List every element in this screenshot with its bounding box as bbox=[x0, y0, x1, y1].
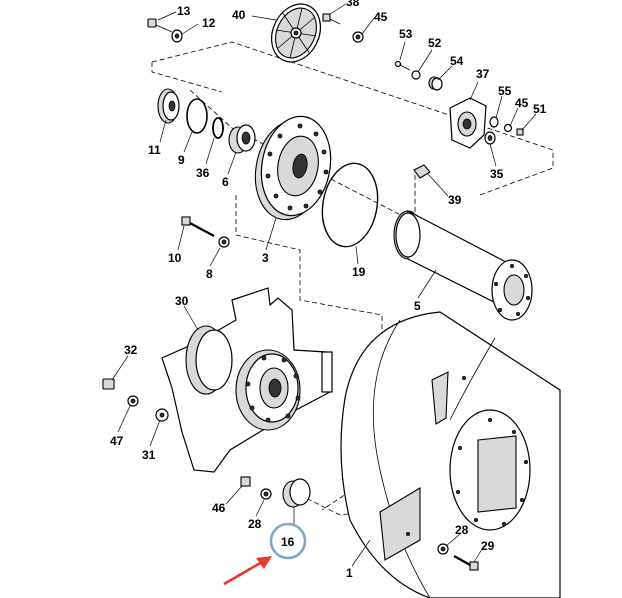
part-32-nut bbox=[102, 378, 115, 390]
part-16-plug bbox=[282, 478, 311, 508]
callout-1: 1 bbox=[346, 566, 353, 580]
part-3-hub bbox=[254, 115, 332, 221]
part-28-washer-right bbox=[437, 543, 449, 555]
callout-46: 46 bbox=[212, 501, 226, 515]
part-8-washer bbox=[218, 236, 230, 248]
callout-37: 37 bbox=[476, 67, 490, 81]
part-10-bolt bbox=[181, 216, 215, 237]
part-12-washer bbox=[171, 29, 183, 43]
part-45-washer-top bbox=[352, 31, 364, 43]
callout-5: 5 bbox=[414, 299, 421, 313]
part-9-o-ring bbox=[186, 98, 208, 134]
part-11-seal-plate bbox=[157, 88, 180, 124]
part-31-washer bbox=[155, 408, 169, 422]
callout-6: 6 bbox=[222, 175, 229, 189]
callout-28-right: 28 bbox=[455, 523, 469, 537]
part-5-spindle bbox=[393, 210, 533, 321]
callout-9: 9 bbox=[178, 153, 185, 167]
part-37-bracket bbox=[449, 97, 487, 149]
callout-36: 36 bbox=[196, 166, 210, 180]
callout-39: 39 bbox=[448, 193, 462, 207]
callout-38: 38 bbox=[346, 0, 360, 9]
callout-labels: 13 12 40 38 45 53 52 54 37 55 45 51 11 9… bbox=[110, 0, 547, 580]
part-53-pin bbox=[394, 60, 411, 71]
leader-lines bbox=[111, 3, 537, 567]
highlight-ring bbox=[269, 522, 307, 560]
part-30-motor-mount bbox=[161, 287, 333, 473]
part-47-washer bbox=[127, 395, 139, 407]
part-52-washer bbox=[411, 70, 421, 80]
callout-52: 52 bbox=[428, 36, 442, 50]
callout-45-top: 45 bbox=[374, 10, 388, 24]
callout-53: 53 bbox=[399, 27, 413, 41]
callout-3: 3 bbox=[262, 251, 269, 265]
callout-10: 10 bbox=[168, 251, 182, 265]
part-6-bearing bbox=[228, 124, 256, 154]
part-35-washer bbox=[484, 131, 496, 145]
callout-28-left: 28 bbox=[248, 517, 262, 531]
part-13-bolt bbox=[147, 18, 173, 33]
highlight-arrow-shaft bbox=[223, 560, 263, 586]
callout-29: 29 bbox=[481, 539, 495, 553]
part-19-large-o-ring bbox=[321, 162, 379, 248]
callout-16: 16 bbox=[281, 535, 295, 549]
part-51-nut bbox=[516, 128, 524, 136]
part-39-key bbox=[413, 164, 431, 179]
part-36-snap-ring bbox=[212, 117, 224, 139]
highlight-arrow-head bbox=[256, 556, 272, 569]
callout-47: 47 bbox=[110, 434, 124, 448]
highlight-annotation bbox=[223, 522, 307, 586]
callout-11: 11 bbox=[148, 143, 161, 157]
callout-12: 12 bbox=[202, 16, 216, 30]
part-28-washer-left bbox=[260, 488, 272, 500]
callout-40: 40 bbox=[232, 8, 246, 22]
callout-45-right: 45 bbox=[515, 96, 529, 110]
part-55-bushing bbox=[489, 116, 499, 128]
callout-35: 35 bbox=[490, 167, 504, 181]
part-1-drum bbox=[340, 311, 561, 598]
callout-31: 31 bbox=[142, 448, 156, 462]
callout-32: 32 bbox=[124, 343, 138, 357]
part-38-bolt bbox=[322, 13, 341, 25]
callout-30: 30 bbox=[175, 294, 189, 308]
callout-54: 54 bbox=[450, 54, 464, 68]
part-54-bushing bbox=[428, 76, 443, 91]
callout-55: 55 bbox=[498, 84, 512, 98]
callout-19: 19 bbox=[352, 265, 366, 279]
part-46-nut bbox=[240, 476, 251, 487]
callout-13: 13 bbox=[177, 4, 191, 18]
callout-51: 51 bbox=[533, 102, 547, 116]
part-45-washer-right bbox=[503, 123, 513, 133]
part-40-spoked-cover bbox=[271, 3, 321, 63]
callout-8: 8 bbox=[206, 267, 213, 281]
